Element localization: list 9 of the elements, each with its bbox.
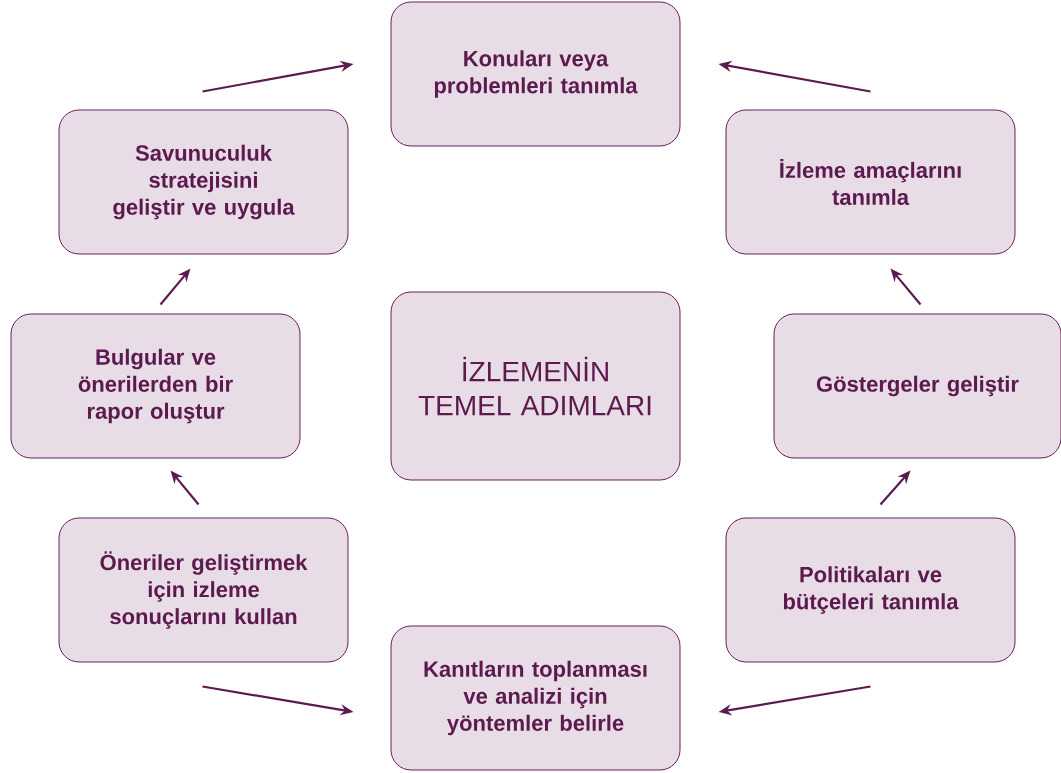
step-box: Öneriler geliştirmek için izleme sonuçlarını kullan xyxy=(58,517,349,663)
step-box: Bulgular ve önerilerden bir rapor oluştur xyxy=(10,313,301,459)
step-box: Kanıtların toplanması ve analizi için yöntemler belirle xyxy=(390,625,681,771)
step-box: Savunuculuk stratejisini geliştir ve uygula xyxy=(58,109,349,255)
step-box: İzleme amaçlarını tanımla xyxy=(725,109,1016,255)
step-box: Konuları veya problemleri tanımla xyxy=(390,1,681,147)
step-box: Politikaları ve bütçeleri tanımla xyxy=(725,517,1016,663)
step-box: Göstergeler geliştir xyxy=(773,313,1061,459)
title-box: İZLEMENİN TEMEL ADIMLARI xyxy=(390,291,681,481)
